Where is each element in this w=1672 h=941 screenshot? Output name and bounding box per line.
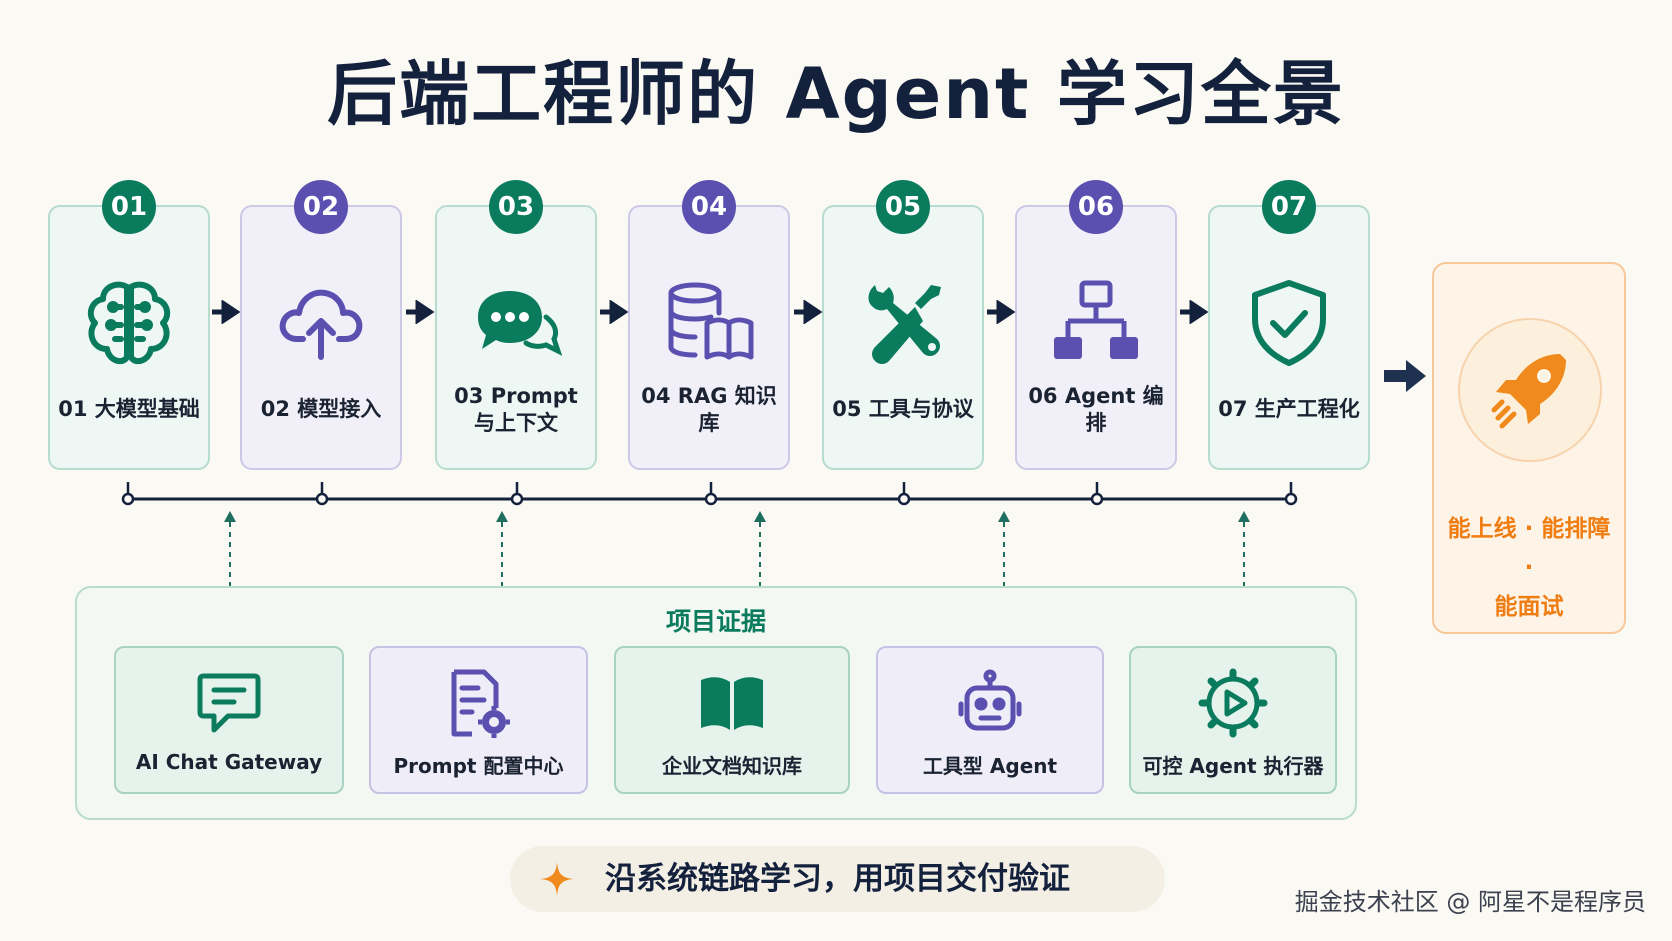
result-text: 能上线 · 能排障 · 能面试 — [1440, 510, 1618, 627]
step-label: 01 大模型基础 — [58, 397, 200, 422]
step-label: 04 RAG 知识库 — [641, 383, 777, 435]
step-card-01[interactable]: 01 01 大模型基础 — [48, 180, 210, 470]
hierarchy-icon — [1054, 280, 1138, 359]
step-badge: 07 — [1262, 180, 1316, 234]
step-label: 03 Prompt 与上下文 — [454, 383, 578, 435]
step-badge: 04 — [682, 180, 736, 234]
arrow-to-result-icon — [1384, 360, 1426, 392]
project-card-chat-gateway[interactable]: AI Chat Gateway — [114, 646, 344, 794]
robot-icon — [958, 669, 1022, 731]
step-badge: 03 — [489, 180, 543, 234]
project-label: 工具型 Agent — [922, 754, 1058, 778]
step-badge: 01 — [102, 180, 156, 234]
step-badge: 06 — [1069, 180, 1123, 234]
project-card-prompt-config[interactable]: Prompt 配置中心 — [369, 646, 588, 794]
project-label: AI Chat Gateway — [135, 750, 323, 774]
sparkle-icon — [540, 862, 574, 896]
cloud-upload-icon — [279, 289, 363, 360]
project-label: 企业文档知识库 — [662, 754, 802, 778]
step-badge: 05 — [876, 180, 930, 234]
document-gear-icon — [451, 669, 510, 738]
result-icon-circle — [1458, 318, 1602, 462]
project-card-agent-executor[interactable]: 可控 Agent 执行器 — [1129, 646, 1337, 794]
project-card-doc-kb[interactable]: 企业文档知识库 — [614, 646, 850, 794]
step-label: 07 生产工程化 — [1218, 397, 1360, 422]
step-label: 06 Agent 编排 — [1028, 383, 1164, 435]
project-card-tool-agent[interactable]: 工具型 Agent — [876, 646, 1104, 794]
arrow-right-icon — [1180, 300, 1209, 324]
open-book-icon — [701, 677, 763, 730]
step-label: 05 工具与协议 — [832, 397, 974, 422]
chat-icon — [197, 673, 261, 733]
project-label: 可控 Agent 执行器 — [1142, 754, 1324, 778]
play-gear-icon — [1198, 668, 1268, 738]
result-card: 能上线 · 能排障 · 能面试 — [1432, 262, 1626, 634]
project-label: Prompt 配置中心 — [393, 754, 564, 778]
arrow-right-icon — [600, 300, 629, 324]
result-text-line2: 能面试 — [1494, 594, 1564, 621]
arrow-right-icon — [406, 300, 435, 324]
step-card-07[interactable]: 07 07 生产工程化 — [1208, 180, 1370, 470]
watermark: 掘金技术社区 @ 阿星不是程序员 — [1294, 888, 1646, 916]
step-label: 02 模型接入 — [260, 397, 382, 422]
database-book-icon — [668, 282, 754, 360]
shield-check-icon — [1252, 280, 1326, 366]
step-card-06[interactable]: 06 06 Agent 编排 — [1015, 180, 1177, 470]
project-panel: 项目证据 AI Chat Gateway Prompt 配置中心 企业文档知识库 — [75, 586, 1357, 820]
arrow-right-icon — [212, 300, 241, 324]
slogan-text: 沿系统链路学习，用项目交付验证 — [605, 861, 1070, 897]
panel-title: 项目证据 — [665, 607, 766, 636]
step-badge: 02 — [294, 180, 348, 234]
step-card-05[interactable]: 05 05 工具与协议 — [822, 180, 984, 470]
result-text-line1: 能上线 · 能排障 · — [1447, 516, 1611, 582]
brain-icon — [87, 281, 171, 365]
page-title: 后端工程师的 Agent 学习全景 — [327, 53, 1345, 135]
slogan-pill: 沿系统链路学习，用项目交付验证 — [510, 846, 1165, 912]
tools-icon — [868, 285, 941, 364]
chat-bubbles-icon — [478, 291, 562, 356]
rocket-icon — [1491, 354, 1566, 429]
arrow-right-icon — [794, 300, 823, 324]
arrow-right-icon — [987, 300, 1016, 324]
step-card-04[interactable]: 04 04 RAG 知识库 — [628, 180, 790, 470]
step-card-02[interactable]: 02 02 模型接入 — [240, 180, 402, 470]
step-card-03[interactable]: 03 03 Prompt 与上下文 — [435, 180, 597, 470]
